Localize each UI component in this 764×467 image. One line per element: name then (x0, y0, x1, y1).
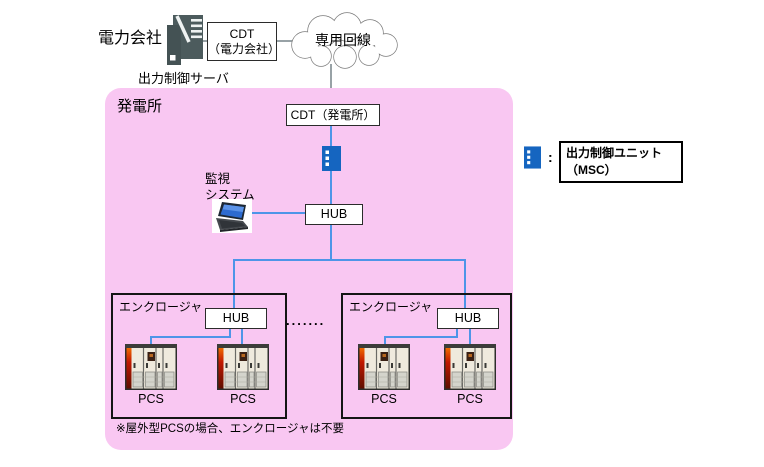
enc-right-line-c (384, 336, 386, 345)
connector-laptop-to-hub (250, 212, 306, 214)
monitoring-system-label: 監視 システム (205, 172, 255, 203)
pcs-label: PCS (138, 392, 164, 406)
enc-left-line-a (229, 327, 231, 338)
connector-cloud-to-plant-cdt (330, 64, 332, 106)
enc-right-line-d (469, 327, 471, 345)
pcs-cabinet-icon (217, 344, 269, 390)
cdt-plant-label: CDT（発電所） (290, 107, 376, 122)
connector-cdt-to-cloud (274, 40, 294, 42)
enclosure-right-label: エンクロージャ (349, 300, 433, 314)
enc-right-line-a (456, 327, 458, 338)
pcs-label: PCS (457, 392, 483, 406)
legend-box: 出力制御ユニット （MSC） (559, 141, 683, 183)
legend-line1: 出力制御ユニット (566, 146, 663, 160)
pcs-cabinet-icon (125, 344, 177, 390)
cdt-plant-box: CDT（発電所） (286, 104, 380, 126)
ellipsis-dots: ....... (286, 313, 326, 328)
connector-hub-to-trunk (330, 223, 332, 261)
control-server-icon (167, 15, 203, 65)
cdt-power-company-line2: （電力会社） (208, 41, 281, 56)
msc-unit-icon (322, 146, 341, 171)
enclosure-left-hub-box: HUB (205, 308, 267, 329)
pcs-label: PCS (371, 392, 397, 406)
cdt-power-company-line1: CDT (229, 26, 255, 41)
outdoor-pcs-note: ※屋外型PCSの場合、エンクロージャは不要 (116, 423, 344, 435)
enc-right-line-b (384, 336, 458, 338)
enc-left-line-c (150, 336, 152, 345)
enc-left-line-b (150, 336, 231, 338)
legend-msc-unit-icon (524, 146, 541, 169)
legend-separator: : (548, 149, 553, 165)
connector-trunk-to-right-enclosure (464, 259, 466, 308)
monitoring-line2: システム (205, 187, 255, 202)
monitoring-laptop-bg (212, 199, 252, 233)
enc-left-line-d (241, 327, 243, 345)
trunk-line (233, 259, 466, 261)
enclosure-right: エンクロージャ HUB PCS PCS (341, 293, 512, 419)
main-hub-box: HUB (305, 204, 363, 225)
dedicated-line-label: 専用回線 (315, 32, 371, 48)
control-server-caption: 出力制御サーバ (138, 71, 229, 86)
enclosure-right-hub-label: HUB (454, 310, 482, 325)
enclosure-left-hub-label: HUB (222, 310, 250, 325)
main-hub-label: HUB (320, 206, 348, 221)
laptop-icon (216, 202, 248, 232)
enclosure-left-label: エンクロージャ (119, 300, 203, 314)
enclosure-left: エンクロージャ HUB PCS PCS (111, 293, 287, 419)
enclosure-right-hub-box: HUB (437, 308, 499, 329)
legend-line2: （MSC） (566, 162, 617, 177)
pcs-label: PCS (230, 392, 256, 406)
connector-trunk-to-left-enclosure (233, 259, 235, 308)
power-company-label: 電力会社 (98, 30, 163, 47)
pcs-cabinet-icon (444, 344, 496, 390)
cdt-power-company-box: CDT （電力会社） (207, 22, 281, 61)
pcs-cabinet-icon (358, 344, 410, 390)
monitoring-line1: 監視 (205, 172, 231, 186)
plant-label: 発電所 (117, 98, 163, 115)
